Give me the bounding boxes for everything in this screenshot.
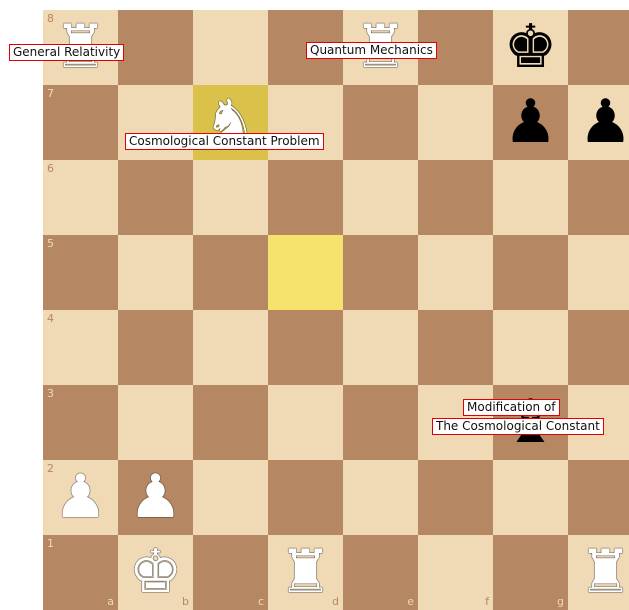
black-pawn-piece[interactable]: ♟: [568, 85, 629, 160]
rank-label-3: 3: [47, 388, 54, 399]
square-h2[interactable]: [568, 460, 629, 535]
rank-label-6: 6: [47, 163, 54, 174]
square-a4[interactable]: 4: [43, 310, 118, 385]
square-h5[interactable]: [568, 235, 629, 310]
rank-label-5: 5: [47, 238, 54, 249]
square-a3[interactable]: 3: [43, 385, 118, 460]
square-c5[interactable]: [193, 235, 268, 310]
black-king-piece[interactable]: ♚: [493, 10, 568, 85]
square-b8[interactable]: [118, 10, 193, 85]
square-f5[interactable]: [418, 235, 493, 310]
label-modification-of: Modification of: [463, 399, 560, 416]
label-cosmological-constant-problem: Cosmological Constant Problem: [125, 133, 324, 150]
square-g4[interactable]: [493, 310, 568, 385]
square-a6[interactable]: 6: [43, 160, 118, 235]
square-a7[interactable]: 7: [43, 85, 118, 160]
square-h4[interactable]: [568, 310, 629, 385]
square-d6[interactable]: [268, 160, 343, 235]
chess-board: 87654321abcdefgh♜♜♚♞♟♟♝♟♟♚♜♜: [43, 10, 629, 610]
square-c2[interactable]: [193, 460, 268, 535]
file-label-e: e: [407, 596, 414, 607]
square-e2[interactable]: [343, 460, 418, 535]
white-rook-piece[interactable]: ♜: [568, 535, 629, 610]
square-c4[interactable]: [193, 310, 268, 385]
square-e5[interactable]: [343, 235, 418, 310]
square-e1[interactable]: e: [343, 535, 418, 610]
label-the-cosmological-constant: The Cosmological Constant: [432, 418, 604, 435]
square-g6[interactable]: [493, 160, 568, 235]
square-e3[interactable]: [343, 385, 418, 460]
white-rook-piece[interactable]: ♜: [268, 535, 343, 610]
square-h6[interactable]: [568, 160, 629, 235]
white-pawn-piece[interactable]: ♟: [118, 460, 193, 535]
square-f1[interactable]: f: [418, 535, 493, 610]
square-d2[interactable]: [268, 460, 343, 535]
square-g1[interactable]: g: [493, 535, 568, 610]
file-label-g: g: [557, 596, 564, 607]
label-quantum-mechanics: Quantum Mechanics: [306, 42, 437, 59]
square-h8[interactable]: [568, 10, 629, 85]
square-b5[interactable]: [118, 235, 193, 310]
square-g2[interactable]: [493, 460, 568, 535]
square-a5[interactable]: 5: [43, 235, 118, 310]
square-c6[interactable]: [193, 160, 268, 235]
rank-label-1: 1: [47, 538, 54, 549]
square-c3[interactable]: [193, 385, 268, 460]
square-e6[interactable]: [343, 160, 418, 235]
black-pawn-piece[interactable]: ♟: [493, 85, 568, 160]
square-e4[interactable]: [343, 310, 418, 385]
square-b6[interactable]: [118, 160, 193, 235]
square-d5[interactable]: [268, 235, 343, 310]
square-d3[interactable]: [268, 385, 343, 460]
square-c8[interactable]: [193, 10, 268, 85]
square-f6[interactable]: [418, 160, 493, 235]
rank-label-4: 4: [47, 313, 54, 324]
square-d4[interactable]: [268, 310, 343, 385]
white-king-piece[interactable]: ♚: [118, 535, 193, 610]
square-f7[interactable]: [418, 85, 493, 160]
white-pawn-piece[interactable]: ♟: [43, 460, 118, 535]
square-g5[interactable]: [493, 235, 568, 310]
file-label-a: a: [107, 596, 114, 607]
label-general-relativity: General Relativity: [9, 44, 124, 61]
rank-label-7: 7: [47, 88, 54, 99]
square-b4[interactable]: [118, 310, 193, 385]
square-b3[interactable]: [118, 385, 193, 460]
square-e7[interactable]: [343, 85, 418, 160]
square-f4[interactable]: [418, 310, 493, 385]
square-c1[interactable]: c: [193, 535, 268, 610]
file-label-c: c: [258, 596, 264, 607]
file-label-f: f: [485, 596, 489, 607]
square-f2[interactable]: [418, 460, 493, 535]
